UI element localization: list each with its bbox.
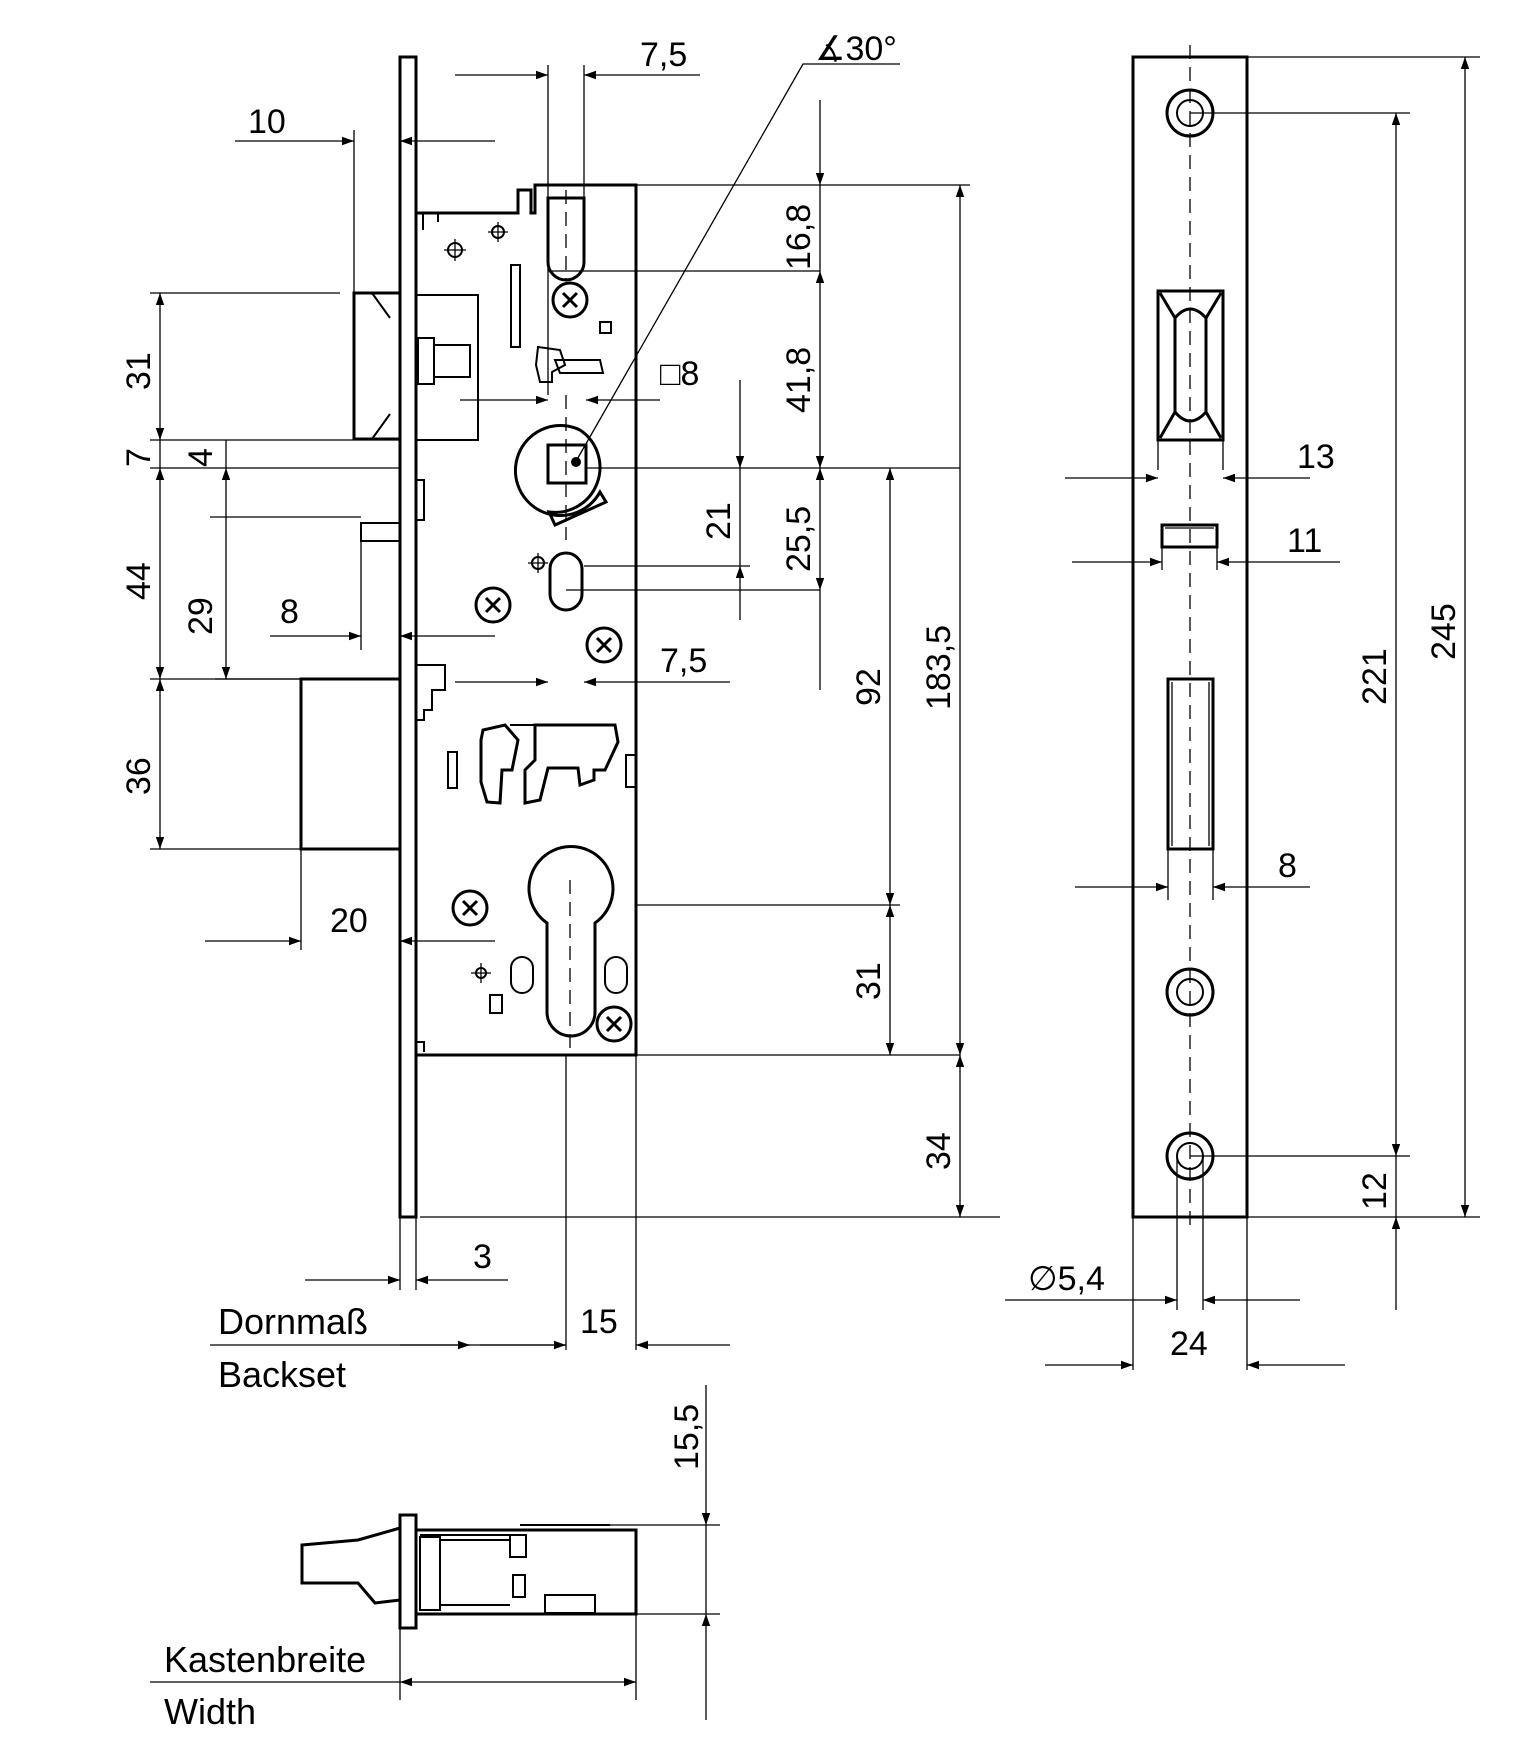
dim-diameter-5-4: ∅5,4 bbox=[1028, 1260, 1105, 1298]
cylinder-profile bbox=[527, 845, 615, 1038]
lock-case bbox=[416, 183, 638, 1057]
dim-12: 12 bbox=[1356, 1172, 1394, 1210]
faceplate-aux-opening bbox=[1160, 523, 1219, 549]
dead-bolt bbox=[299, 677, 402, 851]
dim-31-left: 31 bbox=[120, 352, 158, 390]
faceplate-screw-hole-mid bbox=[1165, 967, 1215, 1017]
dim-25-5: 25,5 bbox=[780, 506, 818, 572]
top-slot bbox=[546, 196, 586, 282]
dim-7-5-top: 7,5 bbox=[640, 36, 687, 74]
bottom-extension-lines bbox=[150, 1524, 720, 1700]
dim-10: 10 bbox=[248, 103, 286, 141]
dim-245: 245 bbox=[1425, 603, 1463, 660]
front-extension-lines bbox=[150, 57, 1000, 1350]
dim-15-5: 15,5 bbox=[668, 1404, 706, 1470]
oval-hole bbox=[548, 551, 584, 612]
dim-29: 29 bbox=[182, 597, 220, 635]
dim-24: 24 bbox=[1170, 1325, 1208, 1363]
dim-7-5-mid: 7,5 bbox=[660, 642, 707, 680]
dim-20: 20 bbox=[330, 902, 368, 940]
faceplate-bolt-opening bbox=[1166, 677, 1215, 851]
dim-7: 7 bbox=[120, 448, 158, 467]
case-screws bbox=[451, 281, 633, 1043]
front-view: 7,5 ∡30° 10 16,8 41,8 25,5 31 7 4 44 29 bbox=[120, 30, 1000, 1395]
cylinder-holes bbox=[489, 956, 628, 1014]
dim-11: 11 bbox=[1287, 522, 1322, 560]
label-kastenbreite: Kastenbreite bbox=[164, 1639, 366, 1680]
dim-15: 15 bbox=[580, 1303, 618, 1341]
upper-mechanism bbox=[422, 212, 612, 383]
front-centerlines bbox=[565, 190, 571, 1050]
faceplate-view: 13 11 8 245 221 12 ∅5,4 24 bbox=[1005, 45, 1480, 1370]
bottom-view: 15,5 Kastenbreite Width bbox=[150, 1385, 720, 1732]
label-backset: Backset bbox=[218, 1354, 346, 1395]
dim-16-8: 16,8 bbox=[780, 204, 818, 270]
faceplate-extension-lines bbox=[1132, 56, 1480, 1370]
dim-92: 92 bbox=[850, 668, 888, 706]
bottom-latch bbox=[300, 1526, 402, 1605]
label-dornmass: Dornmaß bbox=[218, 1301, 368, 1342]
dim-21: 21 bbox=[700, 502, 738, 540]
front-faceplate bbox=[398, 55, 418, 1219]
bottom-faceplate bbox=[398, 1513, 418, 1630]
dim-8-faceplate: 8 bbox=[1278, 847, 1297, 885]
dim-angle-30: ∡30° bbox=[815, 30, 897, 68]
label-width: Width bbox=[164, 1691, 256, 1732]
rivets bbox=[444, 222, 548, 983]
aux-latch bbox=[360, 522, 401, 542]
lower-mechanism bbox=[416, 664, 637, 805]
latch-bolt bbox=[352, 291, 479, 441]
dim-183-5: 183,5 bbox=[920, 625, 958, 710]
dim-4: 4 bbox=[182, 448, 220, 467]
dim-34: 34 bbox=[920, 1132, 958, 1170]
follower bbox=[514, 424, 609, 527]
dim-square-8: □8 bbox=[660, 355, 699, 393]
dim-221: 221 bbox=[1356, 648, 1394, 705]
dim-41-8: 41,8 bbox=[780, 347, 818, 413]
dim-31-right: 31 bbox=[850, 962, 888, 1000]
dim-13: 13 bbox=[1297, 438, 1335, 476]
dim-44: 44 bbox=[120, 562, 158, 600]
dim-3: 3 bbox=[473, 1238, 492, 1276]
dim-36: 36 bbox=[120, 757, 158, 795]
dim-8-left: 8 bbox=[280, 593, 299, 631]
